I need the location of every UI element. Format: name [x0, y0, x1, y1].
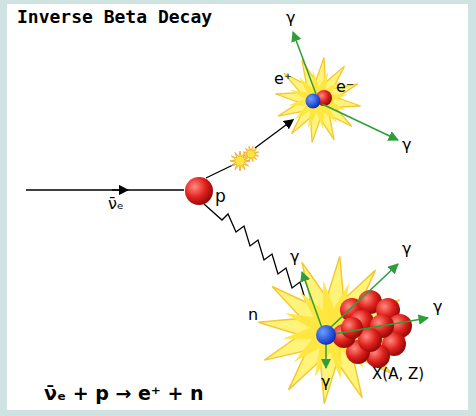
small-burst — [241, 144, 261, 164]
positron-dot — [306, 94, 321, 109]
neutrino-line — [26, 189, 184, 190]
gamma-label: γ — [402, 136, 411, 154]
gamma-label: γ — [290, 248, 299, 266]
neutrino-arrowhead — [112, 189, 124, 190]
particle-label: ν̄ₑ — [108, 195, 124, 213]
title: Inverse Beta Decay — [17, 7, 212, 28]
positron-track — [255, 122, 290, 148]
reaction-equation: ν̄ₑ + p → e⁺ + n — [44, 383, 204, 405]
nucleus-label: X(A, Z) — [372, 366, 424, 383]
gamma-label: γ — [433, 298, 442, 316]
particle-label: e⁺ — [274, 70, 292, 88]
neutron-dot — [316, 325, 336, 345]
proton-circle — [184, 176, 214, 206]
particle-label: e⁻ — [336, 78, 354, 96]
gamma-label: γ — [321, 373, 330, 391]
nucleus — [332, 290, 412, 368]
gamma-arrow — [334, 318, 428, 334]
annihilation-burst — [269, 51, 366, 148]
particle-label: p — [215, 186, 226, 206]
gamma-label: γ — [286, 9, 295, 27]
particle-label: n — [248, 306, 258, 324]
gamma-arrow — [325, 344, 327, 368]
gamma-arrow — [330, 264, 398, 328]
gamma-label: γ — [402, 240, 411, 258]
gamma-arrow — [322, 104, 398, 140]
proton-node: p — [184, 176, 226, 206]
capture-burst — [251, 249, 414, 412]
gamma-arrow — [302, 272, 322, 328]
gamma-arrow — [293, 32, 316, 94]
